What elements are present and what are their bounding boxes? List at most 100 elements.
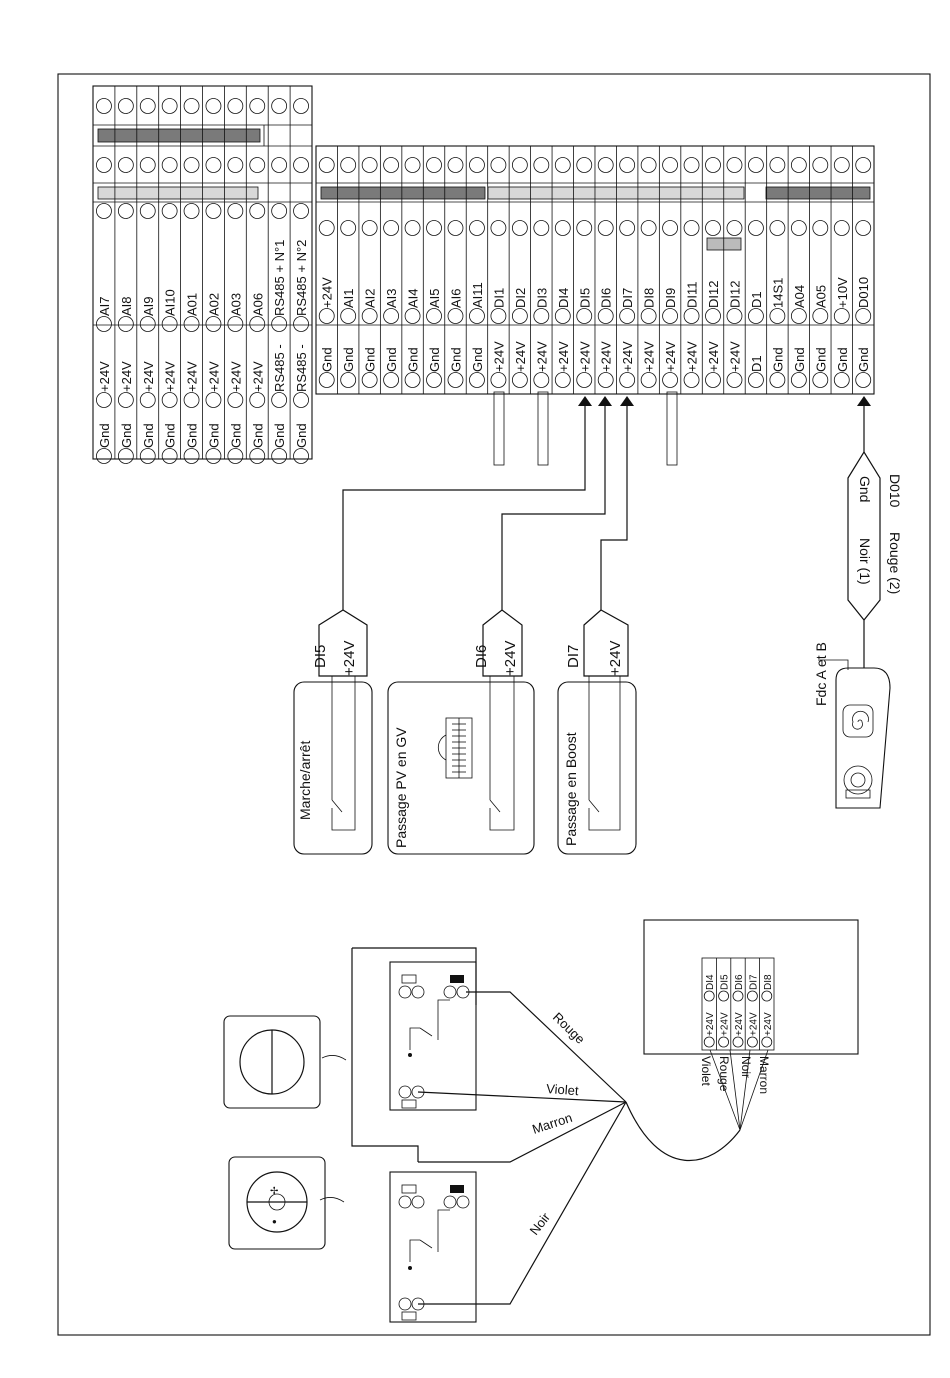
terminal-screw (205, 98, 222, 114)
svg-text:✢: ✢ (270, 1186, 278, 1197)
dial-panel-bottom: ✢ ● (228, 1156, 345, 1250)
terminal-screw (249, 448, 266, 464)
sensor-d010: Gnd Noir (1) D010 Rouge (2) Fdc A et B (813, 406, 903, 809)
terminal-screw (748, 372, 764, 388)
terminal-label-top: D010 (856, 277, 871, 308)
terminal-screw (597, 372, 614, 388)
terminal-screw (619, 157, 636, 173)
terminal-label-outer: AI9 (141, 296, 156, 316)
terminal-screw (96, 157, 112, 173)
terminal-label-bottom: Gnd (320, 347, 335, 372)
terminal-screw (161, 98, 178, 114)
terminal-label-outer: RS485 + N°1 (272, 240, 287, 316)
arrow-d010 (857, 396, 871, 406)
terminal-label-bottom: Gnd (770, 347, 785, 372)
terminal-screw (790, 220, 807, 236)
terminal-screw (597, 220, 614, 236)
terminal-screw (205, 448, 222, 464)
svg-text:●: ● (272, 1217, 277, 1226)
terminal-label-gnd: Gnd (119, 423, 134, 448)
terminal-screw (161, 448, 178, 464)
mini-screw (761, 1036, 773, 1048)
terminal-arrows (578, 396, 871, 406)
wire-violet-label: Violet (546, 1081, 580, 1098)
terminal-screw (96, 98, 112, 114)
right-light-bar-di (487, 186, 745, 200)
terminal-label-bottom: +24V (534, 341, 549, 372)
terminal-screw (683, 157, 700, 173)
wire-noir-label: Noir (527, 1209, 554, 1238)
terminal-screw (96, 392, 112, 408)
terminal-screw (161, 203, 178, 219)
terminal-screw (726, 308, 743, 324)
terminal-screw (361, 157, 378, 173)
terminal-screw (447, 157, 464, 173)
terminal-screw (662, 372, 678, 388)
terminal-screw (318, 220, 335, 236)
terminal-label-inner: +24V (97, 361, 112, 392)
terminal-screw (554, 372, 571, 388)
terminal-screw (205, 392, 222, 408)
terminal-screw (533, 308, 550, 324)
terminal-label-top: AI1 (341, 288, 356, 308)
terminal-label-gnd: Gnd (250, 423, 265, 448)
terminal-screw (769, 157, 786, 173)
terminal-screw (683, 220, 700, 236)
motor-icon (843, 765, 873, 799)
terminal-screw (833, 220, 850, 236)
mini-label-right: DI5 (720, 974, 731, 990)
terminal-screw (490, 157, 507, 173)
terminal-label-bottom: +24V (556, 341, 571, 372)
terminal-label-outer: A01 (185, 293, 200, 316)
terminal-label-gnd: Gnd (272, 423, 287, 448)
terminal-label-outer: AI8 (119, 296, 134, 316)
terminal-screw (383, 220, 400, 236)
terminal-label-bottom: Gnd (406, 347, 421, 372)
terminal-screw (340, 220, 357, 236)
terminal-label-top: +10V (835, 277, 850, 308)
terminal-screw (117, 316, 134, 332)
sensor-black-wire: Noir (1) (857, 538, 873, 585)
mini-label-left: +24V (705, 1012, 716, 1036)
terminal-label-bottom: Gnd (341, 347, 356, 372)
terminal-screw (96, 203, 112, 219)
terminal-screw (490, 308, 507, 324)
terminal-screw (662, 308, 678, 324)
terminal-screw (576, 157, 593, 173)
switch-di7-box (557, 681, 637, 855)
terminal-screw (249, 157, 266, 173)
terminal-screw (361, 220, 378, 236)
terminal-screw (139, 392, 156, 408)
terminal-label-top: AI4 (406, 288, 421, 308)
terminal-label-top: AI3 (384, 288, 399, 308)
terminal-screw (426, 157, 442, 173)
terminal-screw (533, 220, 550, 236)
switch-cables (342, 406, 628, 610)
terminal-screw (640, 308, 657, 324)
terminal-label-outer: A03 (228, 293, 243, 316)
switch-di6-label: Passage PV en GV (393, 727, 409, 848)
terminal-screw (619, 308, 636, 324)
sensor-red-wire: Rouge (2) (887, 532, 903, 594)
switch-di7-label: Passage en Boost (563, 732, 579, 846)
mini-screw (732, 990, 744, 1002)
terminal-screw (705, 220, 721, 236)
terminal-screw (790, 308, 807, 324)
terminal-screw (748, 157, 764, 173)
mini-wire-noir: Noir (739, 1056, 753, 1078)
mini-screw (761, 990, 773, 1002)
terminal-label-top: 14S1 (770, 278, 785, 308)
terminal-screw (426, 372, 442, 388)
terminal-screw (769, 372, 786, 388)
terminal-screw (511, 220, 528, 236)
terminal-label-bottom: Gnd (856, 347, 871, 372)
terminal-screw (161, 316, 178, 332)
terminal-label-bottom: Gnd (384, 347, 399, 372)
terminal-screw (139, 157, 156, 173)
terminal-screw (271, 392, 288, 408)
mini-label-right: DI8 (763, 974, 774, 990)
terminal-label-bottom: +24V (599, 341, 614, 372)
terminal-screw (833, 157, 850, 173)
terminal-screw (790, 157, 807, 173)
terminal-screw (705, 308, 721, 324)
